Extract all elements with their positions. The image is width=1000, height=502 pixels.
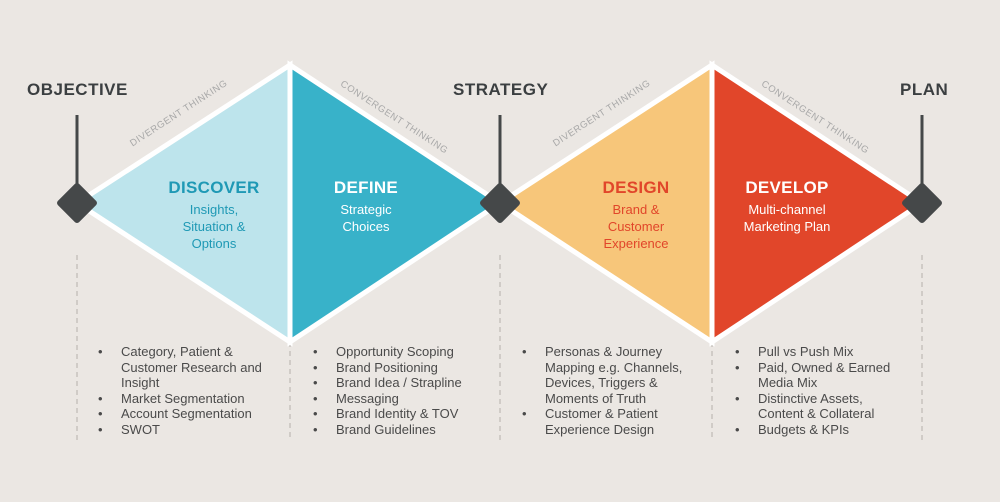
list-item: Distinctive Assets, Content & Collateral (732, 391, 907, 422)
list-item: Category, Patient & Customer Research an… (95, 344, 270, 391)
list-item: Account Segmentation (95, 406, 270, 422)
list-item: Brand Identity & TOV (310, 406, 485, 422)
phase-define-subtitle-line: Strategic (340, 202, 392, 217)
phase-develop-subtitle-line: Multi-channel (748, 202, 826, 217)
marker-strategy (480, 183, 520, 223)
phase-develop-subtitle-line: Marketing Plan (743, 219, 831, 234)
phase-design-subtitle-line: Experience (603, 236, 669, 251)
phase-discover: DISCOVER Insights, Situation & Options (144, 178, 284, 252)
phase-develop: DEVELOP Multi-channel Marketing Plan (717, 178, 857, 235)
list-item: Brand Positioning (310, 360, 485, 376)
list-item: SWOT (95, 422, 270, 438)
list-item: Pull vs Push Mix (732, 344, 907, 360)
phase-design-title: DESIGN (602, 178, 670, 197)
list-item: Messaging (310, 391, 485, 407)
design-deliverables-list: Personas & Journey Mapping e.g. Channels… (519, 344, 699, 437)
define-triangle (287, 60, 505, 347)
milestone-strategy: STRATEGY (453, 80, 549, 99)
marker-plan (902, 183, 942, 223)
list-item: Customer & Patient Experience Design (519, 406, 699, 437)
phase-design-subtitle-line: Brand & (612, 202, 660, 217)
phase-define-subtitle-line: Choices (342, 219, 390, 234)
list-item: Brand Idea / Strapline (310, 375, 485, 391)
develop-deliverables-list: Pull vs Push Mix Paid, Owned & Earned Me… (732, 344, 907, 437)
phase-develop-title: DEVELOP (745, 178, 829, 197)
phase-design: DESIGN Brand & Customer Experience (566, 178, 706, 252)
list-item: Opportunity Scoping (310, 344, 485, 360)
phase-discover-subtitle-line: Insights, (189, 202, 239, 217)
phase-discover-subtitle-line: Options (191, 236, 237, 251)
list-item: Paid, Owned & Earned Media Mix (732, 360, 907, 391)
list-item: Budgets & KPIs (732, 422, 907, 438)
list-item: Market Segmentation (95, 391, 270, 407)
marker-objective (57, 183, 97, 223)
milestone-objective: OBJECTIVE (27, 80, 128, 99)
develop-triangle (709, 60, 927, 347)
milestone-plan: PLAN (900, 80, 949, 99)
phase-discover-title: DISCOVER (168, 178, 260, 197)
list-item: Brand Guidelines (310, 422, 485, 438)
discover-deliverables-list: Category, Patient & Customer Research an… (95, 344, 270, 437)
list-item: Personas & Journey Mapping e.g. Channels… (519, 344, 699, 406)
phase-design-subtitle-line: Customer (607, 219, 665, 234)
phase-discover-subtitle-line: Situation & (182, 219, 246, 234)
phase-define: DEFINE Strategic Choices (296, 178, 436, 235)
phase-define-title: DEFINE (333, 178, 399, 197)
define-deliverables-list: Opportunity Scoping Brand Positioning Br… (310, 344, 485, 437)
